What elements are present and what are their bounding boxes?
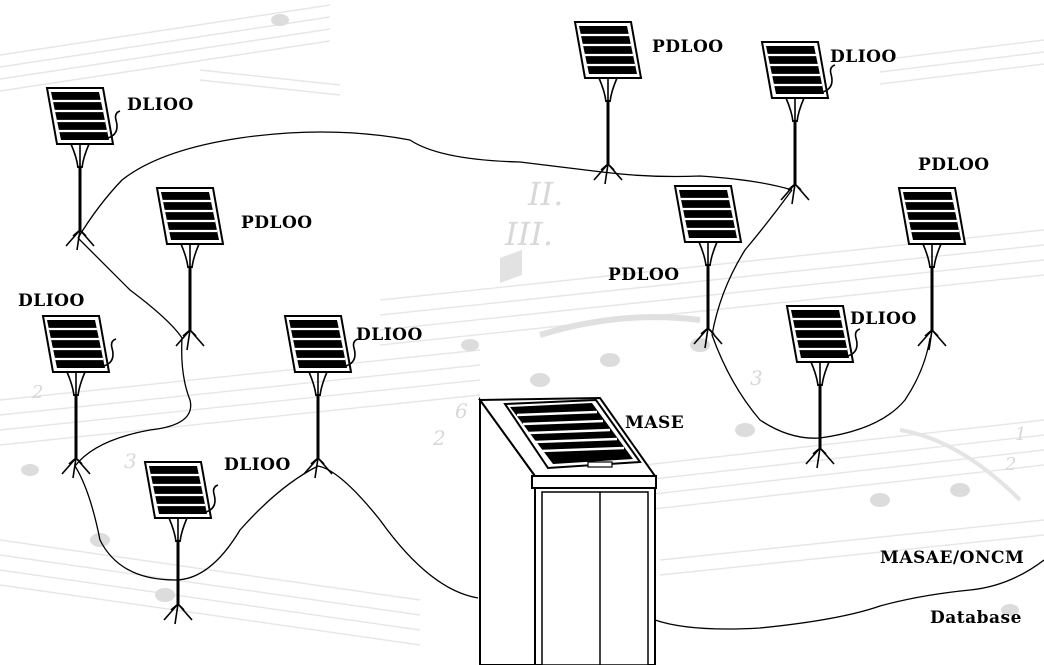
stand-far-right-label: PDLOO: [918, 155, 990, 175]
stand-left-label: DLIOO: [18, 291, 85, 311]
svg-text:3: 3: [750, 366, 763, 390]
stand-top-left: [45, 86, 121, 252]
server-label: MASE: [625, 413, 684, 433]
stand-upper-left-mid: [155, 186, 225, 352]
stand-top-left-label: DLIOO: [127, 95, 194, 115]
stand-top-right-label: DLIOO: [830, 47, 897, 67]
stand-bottom-left-label: DLIOO: [224, 455, 291, 475]
svg-text:6: 6: [455, 399, 468, 423]
stand-lower-right-label: DLIOO: [850, 309, 917, 329]
stand-upper-left-mid-label: PDLOO: [241, 213, 313, 233]
stand-center-left-label: DLIOO: [356, 325, 423, 345]
stand-lower-right: [785, 304, 861, 470]
network-label: MASAE/ONCM: [880, 548, 1024, 568]
svg-text:2: 2: [31, 382, 43, 403]
server-cabinet: [478, 396, 657, 665]
stand-left: [41, 314, 117, 480]
background-sheet-music: [0, 4, 1044, 646]
svg-text:3: 3: [124, 449, 137, 473]
svg-text:2: 2: [432, 426, 446, 450]
stand-top-center-label: PDLOO: [652, 37, 724, 57]
database-label: Database: [930, 608, 1022, 628]
svg-text:1: 1: [1015, 424, 1026, 445]
stand-right-mid-label: PDLOO: [608, 265, 680, 285]
network-cables: [74, 131, 1044, 630]
stand-top-center: [573, 20, 643, 186]
svg-text:2: 2: [1004, 454, 1016, 475]
background-numeral-two: II.: [527, 175, 563, 213]
background-numeral-three: III.: [504, 215, 553, 253]
stand-top-right: [760, 40, 836, 206]
stand-right-mid: [673, 184, 743, 350]
